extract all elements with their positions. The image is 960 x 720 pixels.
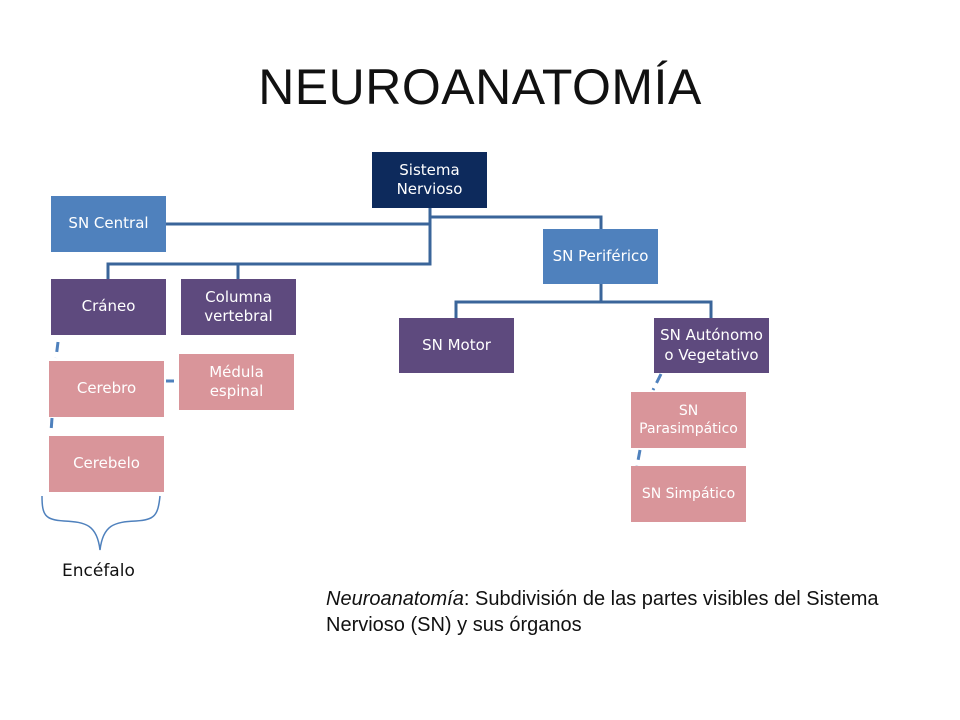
node-sn-motor: SN Motor xyxy=(399,318,514,373)
connector-root xyxy=(428,208,603,229)
node-sn-simpatico: SN Simpático xyxy=(631,466,746,522)
node-cerebelo-label: Cerebelo xyxy=(73,454,140,473)
node-sistema-nervioso: Sistema Nervioso xyxy=(372,152,487,208)
node-sn-motor-label: SN Motor xyxy=(422,335,491,354)
dashed-cerebro-cerebelo xyxy=(49,417,54,433)
node-cerebro-label: Cerebro xyxy=(76,379,137,398)
page-title: NEUROANATOMÍA xyxy=(258,59,702,115)
encefalo-label: Encéfalo xyxy=(62,561,135,581)
node-craneo: Cráneo xyxy=(51,279,166,335)
node-medula-espinal-label: Médula espinal xyxy=(209,362,264,401)
connector-periferico-children xyxy=(454,284,713,318)
node-cerebelo: Cerebelo xyxy=(49,436,164,492)
node-sn-parasimpatico: SN Parasimpático xyxy=(631,392,746,448)
caption: Neuroanatomía: Subdivisión de las partes… xyxy=(326,586,886,638)
node-columna-vertebral: Columna vertebral xyxy=(181,279,296,335)
dashed-autonomo-parasimpatico xyxy=(651,373,663,391)
node-sn-central-label: SN Central xyxy=(68,214,149,233)
node-sn-periferico: SN Periférico xyxy=(543,229,658,284)
encefalo-brace xyxy=(41,495,161,551)
node-cerebro: Cerebro xyxy=(49,361,164,417)
node-columna-vertebral-label: Columna vertebral xyxy=(204,287,273,326)
dashed-parasimpatico-simpatico xyxy=(635,449,642,467)
node-craneo-label: Cráneo xyxy=(81,297,136,316)
node-sn-simpatico-label: SN Simpático xyxy=(641,485,736,502)
node-sistema-nervioso-label: Sistema Nervioso xyxy=(396,160,463,199)
caption-term: Neuroanatomía xyxy=(326,588,464,610)
dashed-craneo-cerebro xyxy=(54,341,60,359)
connector-root-central xyxy=(166,217,432,226)
node-sn-periferico-label: SN Periférico xyxy=(552,246,649,265)
node-sn-autonomo-label: SN Autónomo o Vegetativo xyxy=(660,326,763,364)
node-sn-parasimpatico-label: SN Parasimpático xyxy=(639,402,738,437)
caption-text: : Subdivisión de las partes visibles del… xyxy=(326,588,879,636)
connector-central-children xyxy=(106,224,432,279)
node-sn-autonomo: SN Autónomo o Vegetativo xyxy=(654,318,769,373)
node-sn-central: SN Central xyxy=(51,196,166,252)
node-medula-espinal: Médula espinal xyxy=(179,354,294,410)
